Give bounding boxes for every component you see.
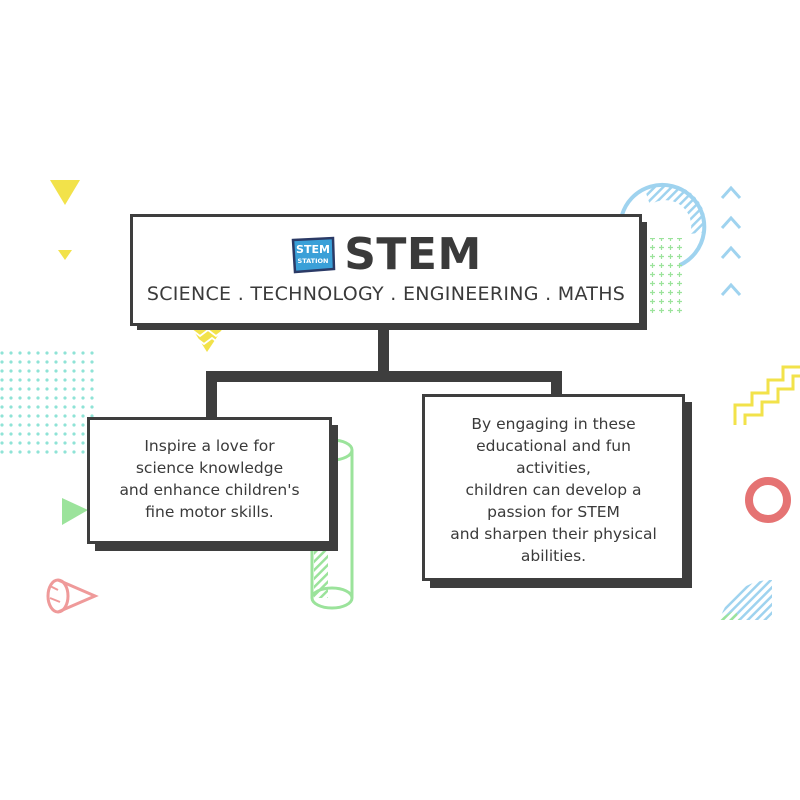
title-row: STEM STATION STEM	[133, 233, 639, 277]
blue-striped-quarter	[720, 580, 772, 620]
left-card-text: Inspire a love for science knowledge and…	[90, 435, 329, 523]
connector-vertical-main	[378, 325, 389, 377]
connector-left-drop	[206, 371, 217, 421]
green-striped-shape	[62, 498, 88, 525]
header-box: STEM STATION STEM SCIENCE . TECHNOLOGY .…	[130, 214, 642, 326]
page-subtitle: SCIENCE . TECHNOLOGY . ENGINEERING . MAT…	[133, 283, 639, 305]
page-title: STEM	[344, 233, 482, 277]
dot-pattern-left	[0, 350, 98, 455]
blue-chevrons	[722, 188, 740, 295]
connector-right-drop	[551, 371, 562, 396]
yellow-triangle-large	[50, 180, 80, 205]
right-card: By engaging in these educational and fun…	[422, 394, 685, 581]
right-card-text: By engaging in these educational and fun…	[425, 413, 682, 567]
yellow-staircase	[735, 367, 800, 425]
left-card: Inspire a love for science knowledge and…	[87, 417, 332, 544]
connector-horizontal	[206, 371, 562, 382]
stem-station-logo: STEM STATION	[290, 236, 336, 274]
pink-cone-shape	[48, 580, 95, 612]
red-ring	[749, 481, 787, 519]
logo-text-bottom: STATION	[298, 257, 329, 265]
yellow-triangle-small	[58, 250, 72, 260]
logo-text-top: STEM	[296, 243, 330, 256]
